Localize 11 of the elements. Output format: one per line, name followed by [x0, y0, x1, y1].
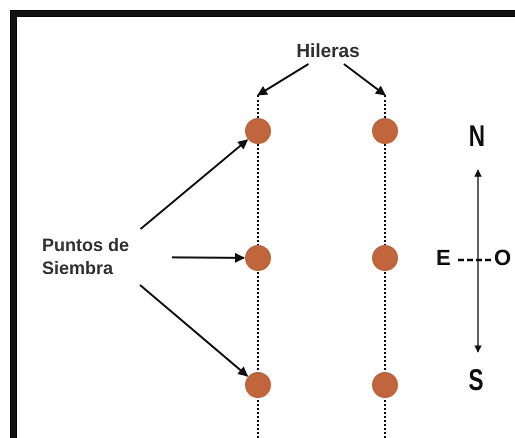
compass-letter: E	[436, 247, 451, 269]
arrow	[172, 252, 245, 263]
arrow	[257, 63, 309, 96]
arrow	[139, 284, 248, 377]
compass-letter: O	[494, 247, 512, 269]
compass-letter: S	[468, 366, 484, 396]
node-label: Puntos de Siembra	[42, 234, 130, 280]
arrow	[140, 139, 248, 230]
node-label: Hileras	[296, 40, 360, 64]
arrow	[343, 63, 386, 96]
compass-letter: N	[468, 122, 485, 152]
